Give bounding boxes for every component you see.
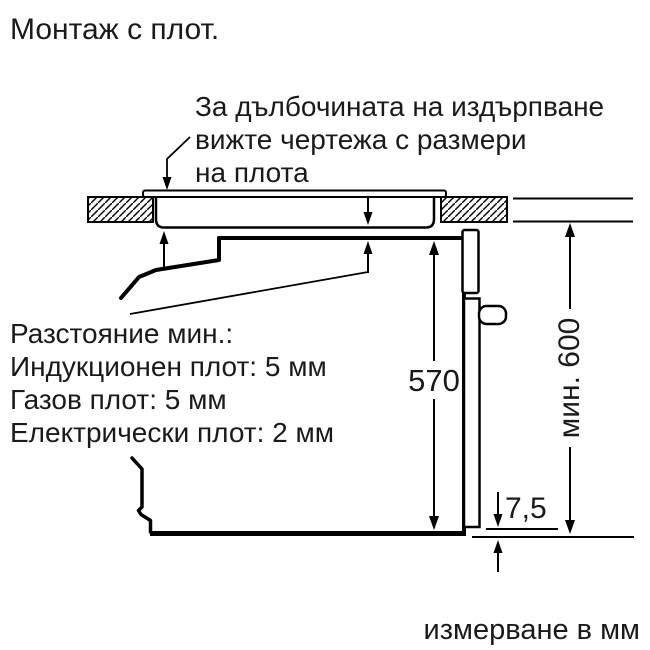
oven — [119, 228, 634, 538]
leader-pullout-depth — [162, 136, 191, 190]
dim-7-5-label: 7,5 — [505, 492, 547, 525]
countertop — [87, 196, 633, 223]
oven-door — [462, 297, 481, 529]
arrowhead-up-icon — [493, 540, 503, 553]
oven-lower-left-profile — [130, 456, 153, 534]
arrowhead-up-icon — [159, 231, 169, 244]
countertop-far-right-section — [513, 197, 633, 223]
min-distance-electric: Електрически плот: 2 мм — [10, 417, 335, 448]
pullout-depth-note: За дълбочината на издърпване вижте черте… — [195, 90, 604, 189]
dim-600-label: мин. 600 — [553, 317, 586, 439]
arrowhead-down-icon — [429, 516, 439, 530]
hob-depth-arrows — [159, 198, 373, 268]
arrowhead-down-icon — [363, 212, 373, 225]
oven-top-and-front-slope — [119, 236, 468, 300]
leader-min-distance — [129, 241, 373, 315]
units-note: измерване в мм — [423, 614, 640, 646]
dim-7-5-line — [493, 492, 503, 572]
hob-body — [154, 192, 436, 229]
dim-570-label: 570 — [408, 363, 460, 398]
min-distance-note-heading: Разстояние мин.: — [10, 318, 234, 349]
min-distance-note: Разстояние мин.: Индукционен плот: 5 мм … — [10, 317, 334, 449]
dim-600-line — [565, 223, 575, 534]
pullout-depth-note-line3: на плота — [195, 157, 309, 188]
pullout-depth-note-line1: За дълбочината на издърпване — [195, 91, 605, 122]
hob — [142, 189, 447, 229]
hob-top-plate — [142, 189, 447, 198]
min-distance-induction: Индукционен плот: 5 мм — [10, 351, 327, 382]
arrowhead-up-icon — [565, 223, 575, 237]
countertop-left-section — [87, 196, 154, 223]
oven-door-handle — [477, 304, 508, 326]
dim-570-line — [429, 241, 439, 530]
diagram-title: Монтаж с плот. — [10, 13, 220, 46]
min-distance-gas: Газов плот: 5 мм — [10, 384, 227, 415]
pullout-depth-note-line2: вижте чертежа с размери — [195, 124, 527, 155]
oven-control-fascia — [461, 228, 480, 295]
arrowhead-down-icon — [162, 177, 172, 190]
arrowhead-up-icon — [429, 241, 439, 255]
countertop-right-section — [440, 196, 508, 223]
arrowhead-down-icon — [565, 520, 575, 534]
arrowhead-up-icon — [363, 241, 373, 254]
arrowhead-down-icon — [493, 514, 503, 527]
